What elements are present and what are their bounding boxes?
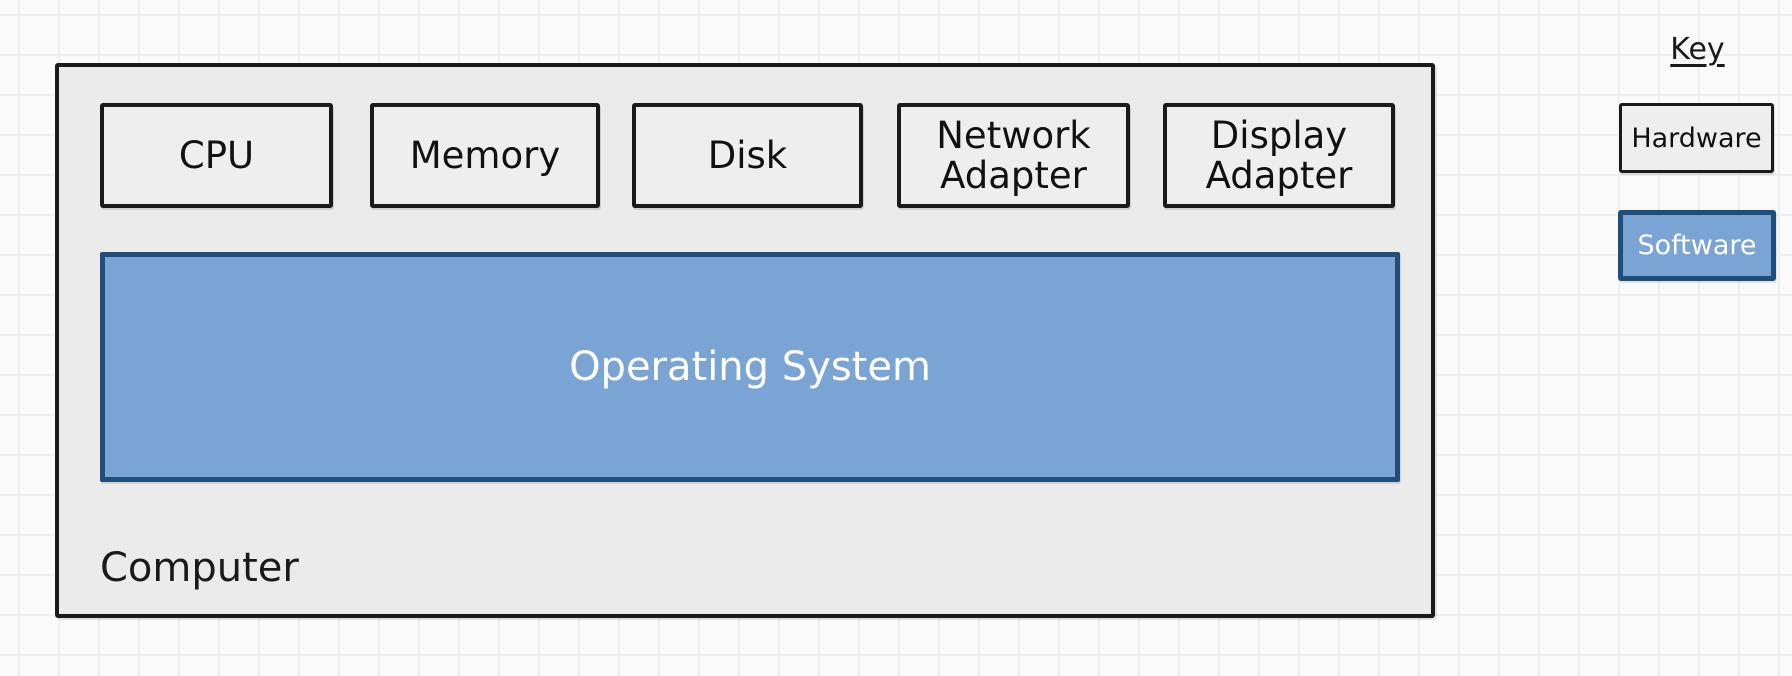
software-box-operating-system-label: Operating System xyxy=(569,344,931,390)
key-software-label: Software xyxy=(1637,230,1757,261)
hardware-box-disk-label: Disk xyxy=(707,133,788,177)
hardware-box-network-adapter: Network Adapter xyxy=(897,103,1130,208)
key-software-swatch: Software xyxy=(1618,210,1776,281)
hardware-box-cpu-label: CPU xyxy=(178,133,255,177)
hardware-box-cpu: CPU xyxy=(100,103,333,208)
software-box-operating-system: Operating System xyxy=(100,252,1400,482)
hardware-box-display-adapter: Display Adapter xyxy=(1163,103,1395,208)
key-title: Key xyxy=(1670,32,1725,67)
hardware-box-disk: Disk xyxy=(632,103,863,208)
key-hardware-label: Hardware xyxy=(1631,122,1762,154)
hardware-box-network-adapter-label: Network Adapter xyxy=(936,113,1091,197)
hardware-box-display-adapter-label: Display Adapter xyxy=(1205,113,1353,197)
computer-container-box: CPU Memory Disk Network Adapter Display … xyxy=(55,63,1435,618)
key-hardware-swatch: Hardware xyxy=(1619,103,1774,173)
hardware-box-memory: Memory xyxy=(370,103,600,208)
hardware-box-memory-label: Memory xyxy=(409,133,561,177)
computer-container-label: Computer xyxy=(100,545,299,591)
